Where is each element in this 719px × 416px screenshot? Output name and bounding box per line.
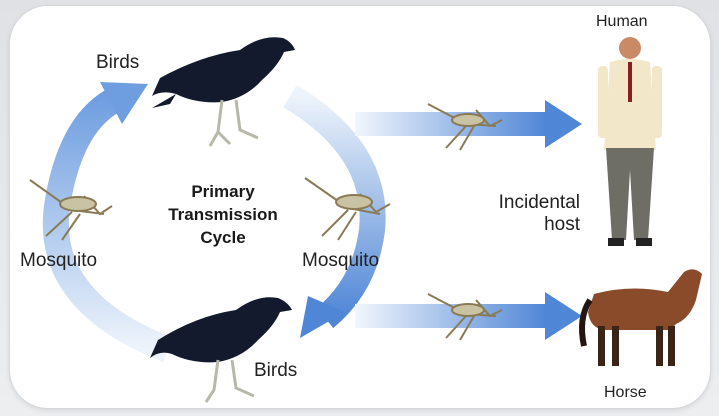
cycle-title: Primary Transmission Cycle [153,181,293,250]
birds-top-label: Birds [96,52,139,74]
birds-bottom-label: Birds [254,360,297,382]
mosquito-right-label: Mosquito [302,250,379,272]
human-icon [598,37,662,246]
bird-bottom-icon [150,297,292,402]
incidental-host-label: Incidental host [472,192,580,236]
diagram-card: Birds Birds Mosquito Mosquito Primary Tr… [10,6,710,408]
horse-label: Horse [604,384,647,402]
mosquito-left-label: Mosquito [20,250,97,272]
cycle-title-line3: Cycle [153,227,293,250]
incidental-line2: host [472,214,580,236]
bird-top-icon [152,37,295,146]
cycle-title-line1: Primary [153,181,293,204]
cycle-title-line2: Transmission [153,204,293,227]
horse-icon [582,269,702,366]
human-label: Human [596,13,648,31]
incidental-line1: Incidental [472,192,580,214]
cycle-arrow-left [56,82,168,350]
